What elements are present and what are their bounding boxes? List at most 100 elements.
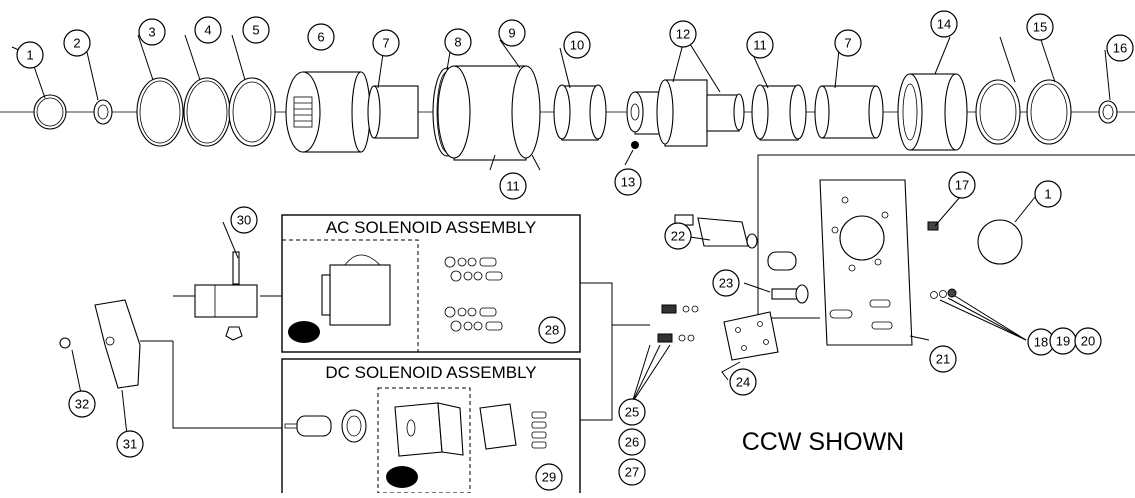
callout-9: 9 (498, 19, 526, 47)
callout-1: 1 (16, 41, 44, 69)
callout-label: 31 (123, 437, 137, 452)
callout-label: 1 (26, 48, 33, 63)
callout-11: 11 (499, 172, 527, 200)
callout-29: 29 (535, 463, 563, 491)
callout-label: 29 (542, 470, 556, 485)
callout-label: 28 (545, 323, 559, 338)
dc-leader-left (172, 341, 282, 429)
part-sleeve (897, 73, 968, 151)
callout-25: 25 (618, 398, 646, 426)
callout-label: 13 (621, 175, 635, 190)
part-mounting-plate (819, 179, 913, 346)
callout-13: 13 (614, 168, 642, 196)
callout-label: 29A (392, 471, 412, 483)
callout-label: 4 (204, 23, 211, 38)
part-hardware-18-20 (930, 288, 957, 299)
part-ring-4 (183, 77, 231, 147)
dc-assembly-title: DC SOLENOID ASSEMBLY (325, 363, 536, 382)
callout-14: 14 (930, 10, 958, 38)
callout-30: 30 (230, 206, 258, 234)
callout-31: 31 (116, 430, 144, 458)
callout-21: 21 (929, 345, 957, 373)
callout-10: 10 (563, 31, 591, 59)
callout-label: 18 (1034, 335, 1048, 350)
callout-label: 9 (508, 26, 515, 41)
bracket-leader (757, 154, 1135, 319)
part-setscrew-17 (927, 221, 939, 231)
callout-2: 2 (63, 29, 91, 57)
part-friction-disk-a (553, 84, 607, 141)
part-ring-5 (228, 77, 276, 147)
callout-label: 10 (570, 38, 584, 53)
callout-label: 20 (1081, 334, 1095, 349)
callout-label: 28A (294, 326, 314, 338)
callout-label: 7 (382, 36, 389, 51)
callout-20: 20 (1074, 327, 1102, 355)
callout-6: 6 (307, 23, 335, 51)
part-clamp-block (194, 251, 258, 341)
callout-23: 23 (712, 269, 740, 297)
callout-11: 11 (746, 31, 774, 59)
callout-label: 12 (676, 27, 690, 42)
callout-label: 14 (937, 17, 951, 32)
callout-label: 15 (1033, 20, 1047, 35)
callout-label: 2 (73, 36, 80, 51)
dc-solenoid-box: DC SOLENOID ASSEMBLY (281, 358, 581, 498)
callout-1: 1 (1034, 180, 1062, 208)
callout-label: 11 (753, 38, 767, 53)
assembly-leader-right (580, 282, 613, 421)
ac-assembly-title: AC SOLENOID ASSEMBLY (326, 218, 536, 237)
part-plunger (767, 251, 797, 271)
callout-12: 12 (669, 20, 697, 48)
callout-label: 30 (237, 213, 251, 228)
callout-16: 16 (1106, 34, 1134, 62)
callout-8: 8 (444, 28, 472, 56)
callout-label: 17 (955, 178, 969, 193)
callout-28: 28 (538, 316, 566, 344)
callout-label: 5 (252, 23, 259, 38)
part-ball (631, 141, 639, 149)
callout-24: 24 (729, 368, 757, 396)
callout-label: 26 (625, 435, 639, 450)
callout-label: 25 (625, 405, 639, 420)
callout-17: 17 (948, 171, 976, 199)
callout-label: 27 (625, 465, 639, 480)
callout-7: 7 (372, 29, 400, 57)
part-spring-7b (814, 85, 884, 139)
ac-solenoid-box: AC SOLENOID ASSEMBLY (281, 214, 581, 353)
part-friction-disk-b (751, 84, 807, 141)
callout-label: 11 (506, 179, 520, 194)
part-ring-15b (1026, 79, 1072, 145)
callout-15: 15 (1026, 13, 1054, 41)
callout-label: 32 (75, 397, 89, 412)
callout-4: 4 (194, 16, 222, 44)
callout-26: 26 (618, 428, 646, 456)
part-lever-arm (94, 299, 141, 389)
part-ring-15a (975, 79, 1021, 145)
callout-19: 19 (1049, 327, 1077, 355)
part-bracket (723, 311, 779, 361)
callout-7: 7 (834, 29, 862, 57)
callout-label: 24 (736, 375, 750, 390)
callout-label: 1 (1044, 187, 1051, 202)
callout-label: 23 (719, 276, 733, 291)
callout-28a: 28A (288, 321, 320, 343)
part-e-clip (59, 337, 71, 349)
callout-label: 21 (936, 352, 950, 367)
callout-3: 3 (138, 18, 166, 46)
part-bushing (93, 99, 113, 125)
callout-label: 19 (1056, 334, 1070, 349)
callout-32: 32 (68, 390, 96, 418)
callout-label: 3 (148, 25, 155, 40)
part-retaining-ring (33, 94, 67, 130)
part-housing (437, 65, 541, 161)
callout-5: 5 (242, 16, 270, 44)
callout-label: 6 (317, 30, 324, 45)
part-retaining-ring-b (977, 219, 1023, 265)
callout-29a: 29A (386, 466, 418, 488)
callout-label: 7 (844, 36, 851, 51)
callout-27: 27 (618, 458, 646, 486)
